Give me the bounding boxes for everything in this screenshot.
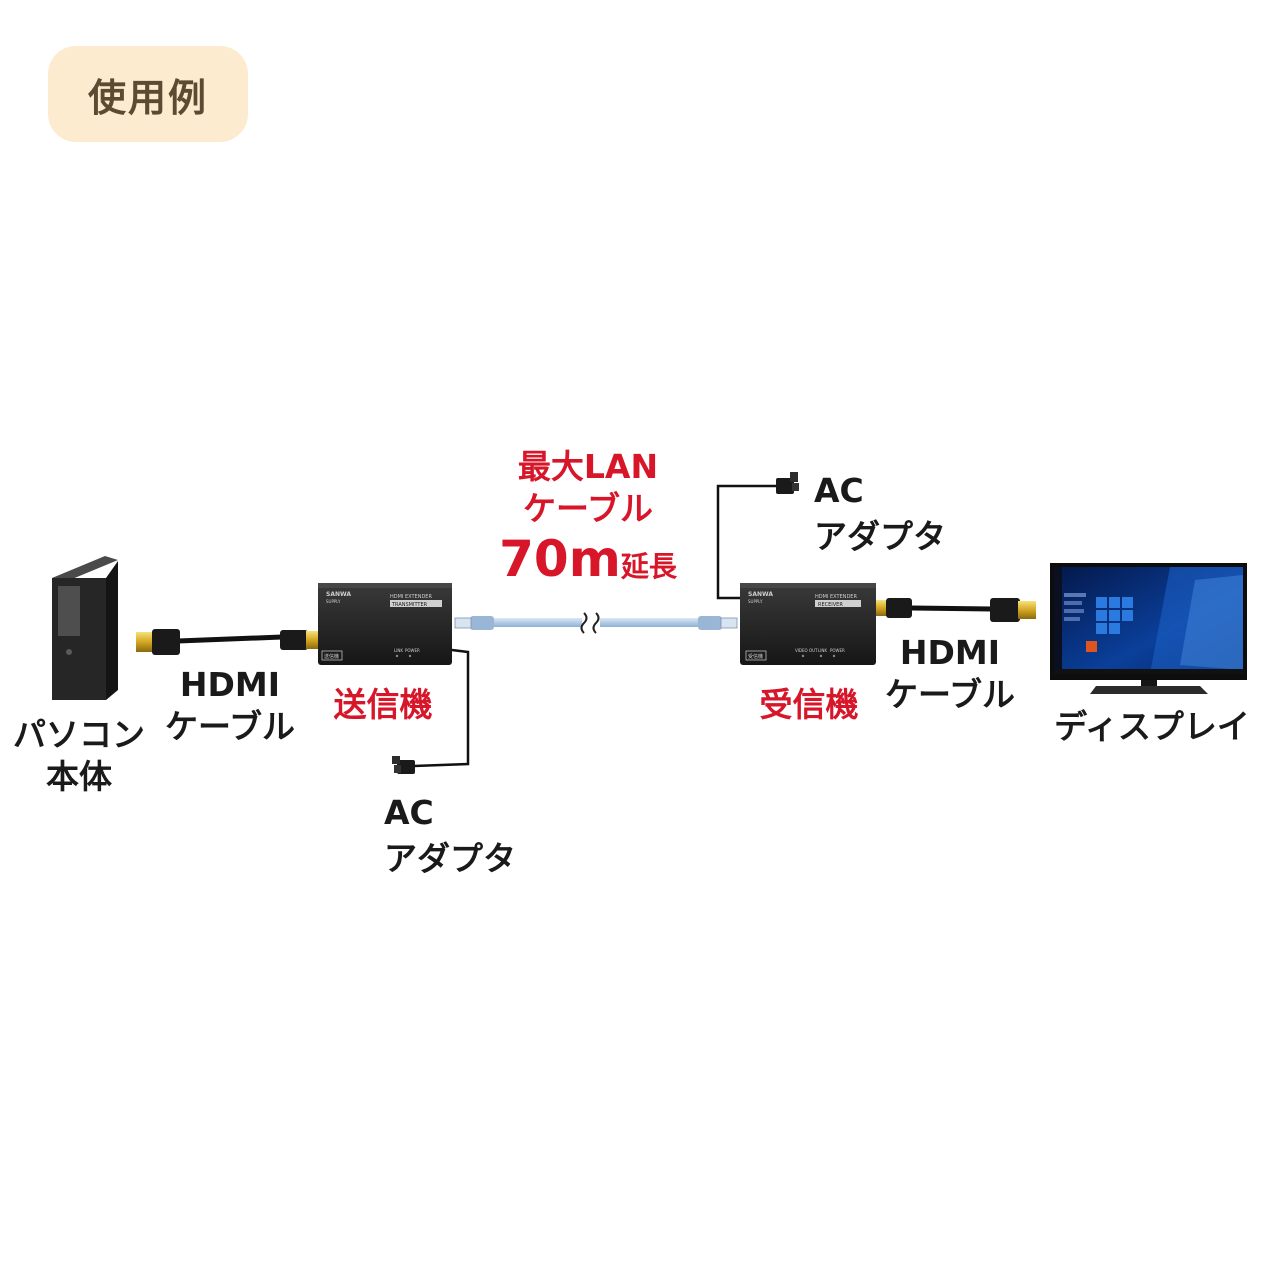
receiver-role: RECEIVER: [818, 602, 843, 608]
ac-adapter-left-icon: [392, 648, 470, 774]
transmitter-label: 送信機: [333, 685, 433, 724]
transmitter-device-icon: SANWA SUPPLY HDMI EXTENDER TRANSMITTER 送…: [318, 583, 452, 665]
receiver-led-link: LINK: [818, 648, 827, 653]
receiver-led-video: VIDEO OUT: [795, 648, 818, 653]
ac-adapter-right-label: AC アダプタ: [814, 470, 946, 558]
transmitter-title: HDMI EXTENDER: [390, 594, 432, 600]
lan-label-line2: ケーブル: [522, 489, 654, 528]
receiver-label: 受信機: [759, 685, 859, 724]
receiver-title: HDMI EXTENDER: [815, 594, 857, 600]
lan-label-line3: 70m延長: [468, 534, 708, 588]
pc-label: パソコン 本体: [10, 714, 148, 798]
hdmi-cable-left-label: HDMI ケーブル: [160, 664, 300, 748]
receiver-led-power: POWER: [830, 648, 845, 653]
hdmi-cable-right-icon: [876, 598, 1036, 622]
receiver-brand: SANWA: [748, 591, 773, 598]
display-monitor-icon: [1050, 563, 1247, 694]
transmitter-led-link: LINK: [394, 648, 403, 653]
transmitter-led-power: POWER: [405, 648, 420, 653]
display-label: ディスプレイ: [1054, 707, 1250, 746]
lan-cable-icon: [454, 612, 738, 634]
ac-adapter-right-line2: アダプタ: [814, 517, 946, 556]
lan-extension-label: 最大LAN ケーブル 70m延長: [468, 446, 708, 588]
hdmi-cable-right-line1: HDMI: [899, 633, 1001, 672]
hdmi-cable-left-line2: ケーブル: [164, 707, 296, 746]
ac-adapter-right-icon: [716, 472, 799, 600]
receiver-device-icon: SANWA SUPPLY HDMI EXTENDER RECEIVER 受信機 …: [740, 583, 876, 665]
transmitter-brand: SANWA: [326, 591, 351, 598]
ac-adapter-left-line2: アダプタ: [384, 839, 516, 878]
hdmi-cable-left-icon: [136, 629, 318, 655]
receiver-tag: 受信機: [748, 653, 763, 660]
pc-tower-icon: [52, 556, 118, 700]
receiver-brand-sub: SUPPLY: [748, 599, 763, 604]
pc-label-line2: 本体: [46, 757, 112, 796]
hdmi-cable-right-label: HDMI ケーブル: [880, 632, 1020, 716]
transmitter-tag: 送信機: [324, 653, 339, 660]
hdmi-cable-left-line1: HDMI: [179, 665, 281, 704]
hdmi-cable-right-line2: ケーブル: [884, 675, 1016, 714]
transmitter-role: TRANSMITTER: [391, 602, 428, 608]
pc-label-line1: パソコン: [13, 715, 145, 754]
lan-length: 70m: [499, 530, 621, 588]
lan-suffix: 延長: [620, 550, 677, 583]
transmitter-brand-sub: SUPPLY: [326, 599, 341, 604]
ac-adapter-left-label: AC アダプタ: [384, 792, 516, 880]
usage-example-badge: 使用例: [48, 46, 248, 142]
ac-adapter-left-line1: AC: [384, 793, 434, 832]
lan-label-line1: 最大LAN: [517, 447, 659, 486]
ac-adapter-right-line1: AC: [814, 471, 864, 510]
